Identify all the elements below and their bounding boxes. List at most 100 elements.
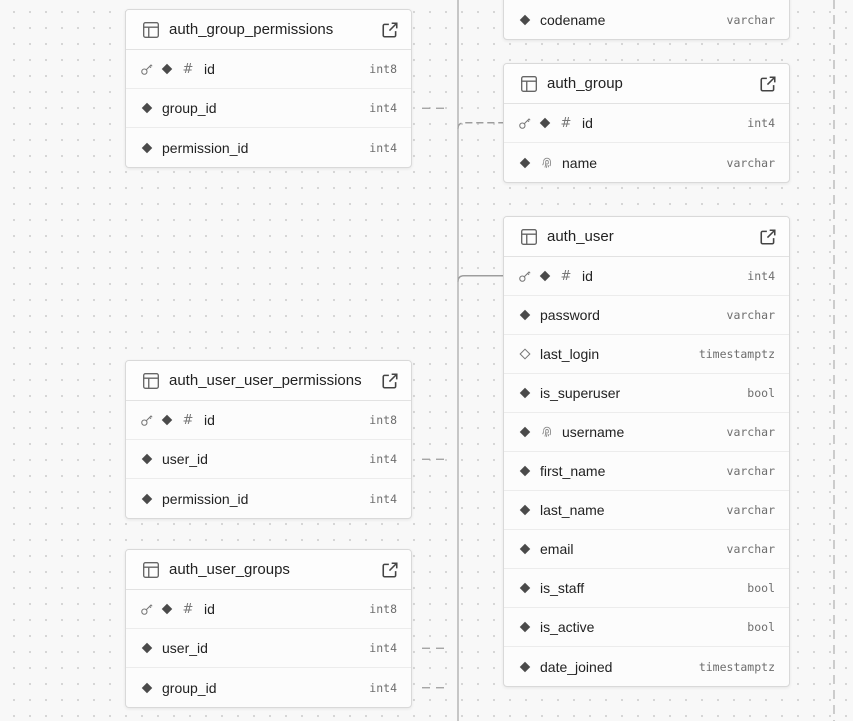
filled-diamond-icon: [538, 269, 552, 283]
column-type: int4: [747, 269, 775, 283]
column-type: int8: [369, 62, 397, 76]
table-header[interactable]: auth_user_groups: [126, 550, 411, 590]
column-icons: [518, 581, 540, 595]
column-icons: [140, 492, 162, 506]
external-link-icon[interactable]: [759, 228, 777, 246]
external-link-icon[interactable]: [381, 561, 399, 579]
column-icons: [140, 452, 162, 466]
hash-icon: #: [182, 61, 194, 77]
filled-diamond-icon: [518, 542, 532, 556]
column-type: int4: [369, 452, 397, 466]
column-type: int4: [369, 641, 397, 655]
filled-diamond-icon: [160, 602, 174, 616]
table-icon: [142, 21, 160, 39]
column-name: date_joined: [540, 658, 613, 675]
filled-diamond-icon: [140, 681, 154, 695]
key-icon: [140, 602, 154, 616]
column-type: varchar: [726, 425, 775, 439]
column-name: email: [540, 541, 574, 557]
table-header[interactable]: auth_user_user_permissions: [126, 361, 411, 401]
table-card-auth-user-user-permissions[interactable]: auth_user_user_permissions #id int8 user_id…: [125, 360, 412, 519]
table-header[interactable]: auth_group_permissions: [126, 10, 411, 50]
column-row[interactable]: permission_id int4: [126, 128, 411, 167]
relation-connector: [457, 122, 503, 129]
column-icons: [140, 101, 162, 115]
hash-icon: #: [560, 268, 572, 284]
column-icons: [518, 503, 540, 517]
column-name: permission_id: [162, 139, 249, 156]
column-row[interactable]: # id int4: [504, 257, 789, 296]
column-name: last_name: [540, 502, 605, 518]
key-icon: [140, 62, 154, 76]
column-name: id: [204, 601, 215, 617]
outline-diamond-icon: [518, 347, 532, 361]
hash-icon: #: [182, 601, 194, 617]
table-header[interactable]: auth_group: [504, 64, 789, 104]
filled-diamond-icon: [518, 464, 532, 478]
column-row[interactable]: date_joined timestamptz: [504, 647, 789, 686]
filled-diamond-icon: [140, 641, 154, 655]
column-type: timestamptz: [698, 659, 775, 674]
column-type: int4: [369, 140, 397, 155]
column-icons: #: [518, 116, 582, 131]
column-type: int4: [747, 116, 775, 130]
table-name: auth_user_groups: [169, 561, 290, 578]
table-header[interactable]: auth_user: [504, 217, 789, 257]
column-row[interactable]: codename varchar: [504, 0, 789, 39]
column-name: codename: [540, 11, 606, 28]
key-icon: [518, 269, 532, 283]
column-icons: #: [140, 413, 204, 428]
column-icons: [518, 425, 562, 439]
external-link-icon[interactable]: [381, 372, 399, 390]
external-link-icon[interactable]: [381, 21, 399, 39]
column-type: bool: [747, 386, 775, 400]
column-icons: [518, 464, 540, 478]
column-type: int8: [369, 413, 397, 427]
filled-diamond-icon: [538, 116, 552, 130]
column-icons: [518, 156, 562, 170]
external-link-icon[interactable]: [759, 75, 777, 93]
filled-diamond-icon: [160, 62, 174, 76]
column-row[interactable]: #id int8: [126, 401, 411, 440]
filled-diamond-icon: [140, 492, 154, 506]
filled-diamond-icon: [518, 386, 532, 400]
key-icon: [518, 116, 532, 130]
column-name: password: [540, 307, 600, 323]
filled-diamond-icon: [140, 141, 154, 155]
column-name: id: [582, 268, 593, 284]
filled-diamond-icon: [160, 413, 174, 427]
column-name: id: [204, 412, 215, 428]
column-type: int4: [369, 680, 397, 695]
table-card-auth-permission[interactable]: codename varchar: [503, 0, 790, 40]
column-icons: [518, 542, 540, 556]
column-type: varchar: [726, 12, 775, 27]
column-icons: #: [140, 602, 204, 617]
column-icons: [518, 347, 540, 361]
table-name: auth_user_user_permissions: [169, 372, 362, 389]
table-icon: [142, 372, 160, 390]
filled-diamond-icon: [140, 452, 154, 466]
